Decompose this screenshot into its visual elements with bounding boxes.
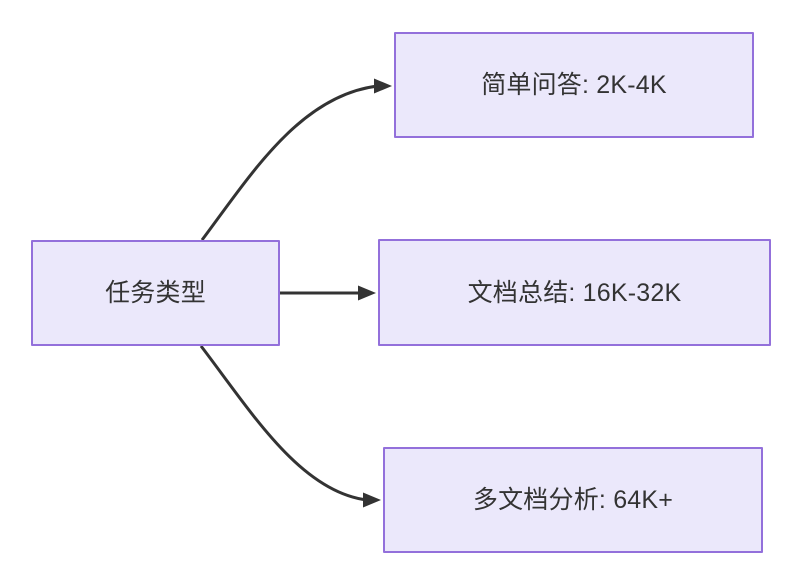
node-simple-qa[interactable]: 简单问答: 2K-4K [394, 32, 754, 138]
node-task-type-label: 任务类型 [105, 279, 206, 307]
node-doc-summary[interactable]: 文档总结: 16K-32K [378, 239, 771, 346]
node-task-type[interactable]: 任务类型 [31, 240, 280, 346]
node-multi-doc[interactable]: 多文档分析: 64K+ [383, 447, 763, 553]
node-doc-summary-label: 文档总结: 16K-32K [467, 278, 682, 307]
edge-source-to-doc-summary-arrowhead [358, 285, 376, 301]
edge-source-to-simple-qa-arrowhead [374, 78, 392, 94]
edge-source-to-multi-doc-path [199, 345, 368, 502]
edge-source-to-multi-doc [199, 345, 381, 508]
edge-source-to-simple-qa [200, 78, 392, 241]
node-multi-doc-label: 多文档分析: 64K+ [472, 486, 674, 514]
node-simple-qa-label: 简单问答: 2K-4K [481, 71, 667, 99]
edge-source-to-simple-qa-path [200, 84, 379, 241]
edge-source-to-multi-doc-arrowhead [363, 492, 381, 508]
edge-source-to-doc-summary [280, 285, 376, 301]
